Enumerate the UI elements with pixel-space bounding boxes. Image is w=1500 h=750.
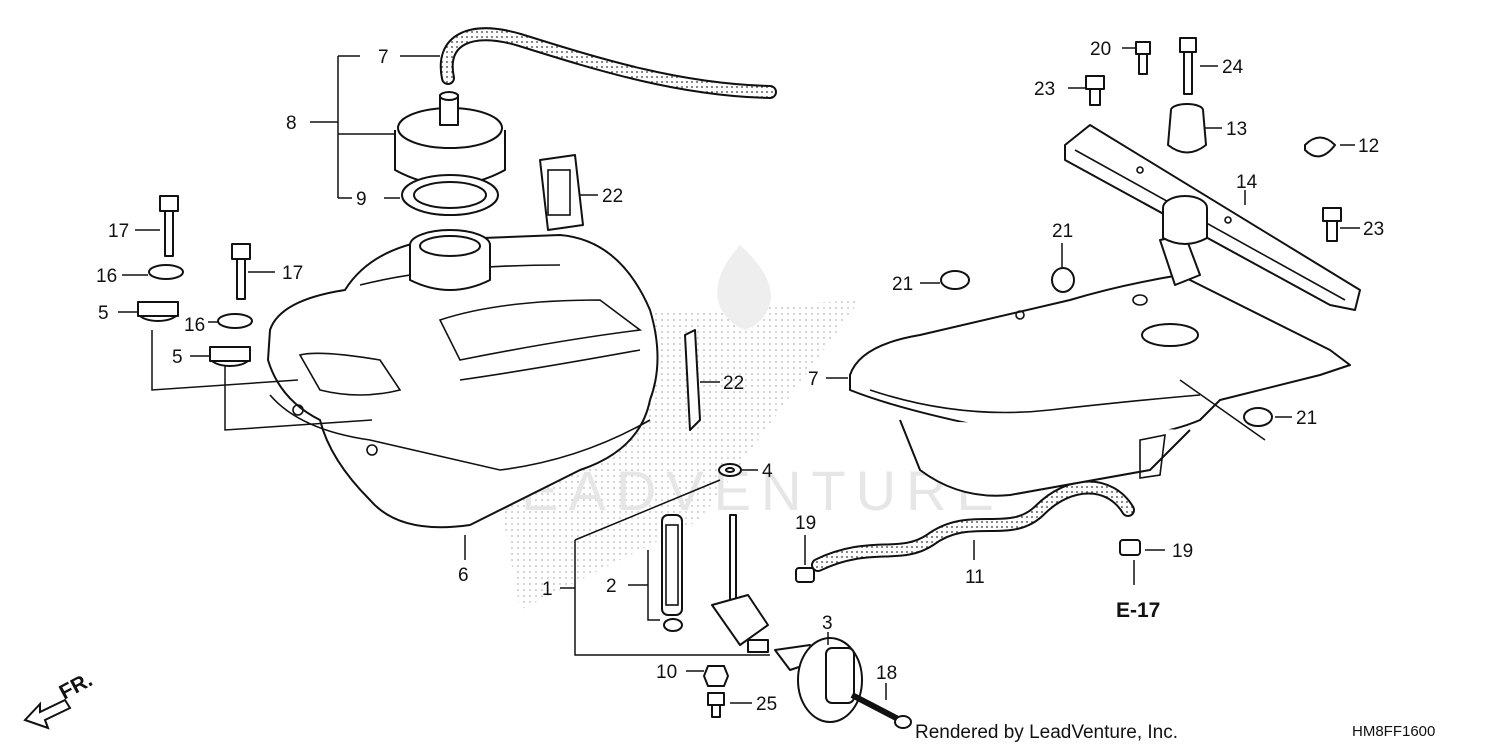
callout-19: 19	[795, 513, 816, 534]
small-hardware	[703, 463, 742, 718]
callout-25: 25	[756, 694, 777, 715]
callout-16-b: 16	[184, 315, 205, 336]
callout-20: 20	[1090, 39, 1111, 60]
callout-21-b: 21	[892, 274, 913, 295]
fuel-cap-assembly	[394, 27, 777, 216]
fuel-tank	[267, 229, 659, 529]
callout-12: 11	[965, 567, 985, 588]
callout-16: 16	[96, 266, 117, 287]
callout-7: 7	[808, 369, 819, 390]
callout-23: 23	[1363, 219, 1384, 240]
callout-14: 13	[1226, 119, 1247, 140]
callout-11: 10	[656, 662, 677, 683]
callout-5: 5	[98, 303, 109, 324]
callout-22-b: 22	[723, 373, 744, 394]
front-direction-label: FR.	[56, 668, 97, 704]
callout-18: 18	[876, 663, 897, 684]
diagram-code: HM8FF1600	[1352, 723, 1435, 740]
fuel-line	[795, 480, 1141, 583]
front-direction-indicator: FR.	[23, 668, 97, 730]
rubber-strap-side	[684, 329, 701, 431]
fuel-cock-knob	[774, 637, 912, 729]
callout-13: 12	[1358, 136, 1379, 157]
footer-credit: Rendered by LeadVenture, Inc.	[915, 722, 1178, 743]
callout-24: 24	[1222, 57, 1244, 78]
callout-21: 21	[1052, 221, 1073, 242]
bracket-hardware	[940, 37, 1342, 427]
mounting-hardware-left	[137, 195, 253, 367]
callout-2: 2	[606, 576, 617, 597]
callout-21-c: 21	[1296, 408, 1317, 429]
leader-lines	[118, 47, 1360, 704]
callout-4: 4	[762, 461, 773, 482]
tank-guard	[849, 234, 1351, 497]
callout-19-b: 19	[1172, 541, 1193, 562]
callout-22: 22	[602, 186, 623, 207]
tank-bracket	[1064, 124, 1361, 311]
callouts: 7 8 9 22 17 16 5 17 16 5 22 4 6 7 1 2 19…	[96, 39, 1384, 715]
callout-10: 9	[356, 189, 367, 210]
fuel-cock-assembly	[661, 514, 769, 653]
reference-e17: E-17	[1116, 599, 1160, 622]
callout-9: 8	[286, 113, 297, 134]
callout-6: 6	[458, 565, 469, 586]
callout-5-b: 5	[172, 347, 183, 368]
callout-17: 17	[108, 221, 129, 242]
callout-1: 1	[542, 579, 553, 600]
callout-3: 3	[822, 613, 833, 634]
callout-17-b: 17	[282, 263, 303, 284]
rubber-strap-top	[539, 154, 584, 231]
callout-15: 14	[1236, 172, 1258, 193]
callout-23-b: 23	[1034, 79, 1055, 100]
callout-8: 7	[378, 47, 389, 68]
